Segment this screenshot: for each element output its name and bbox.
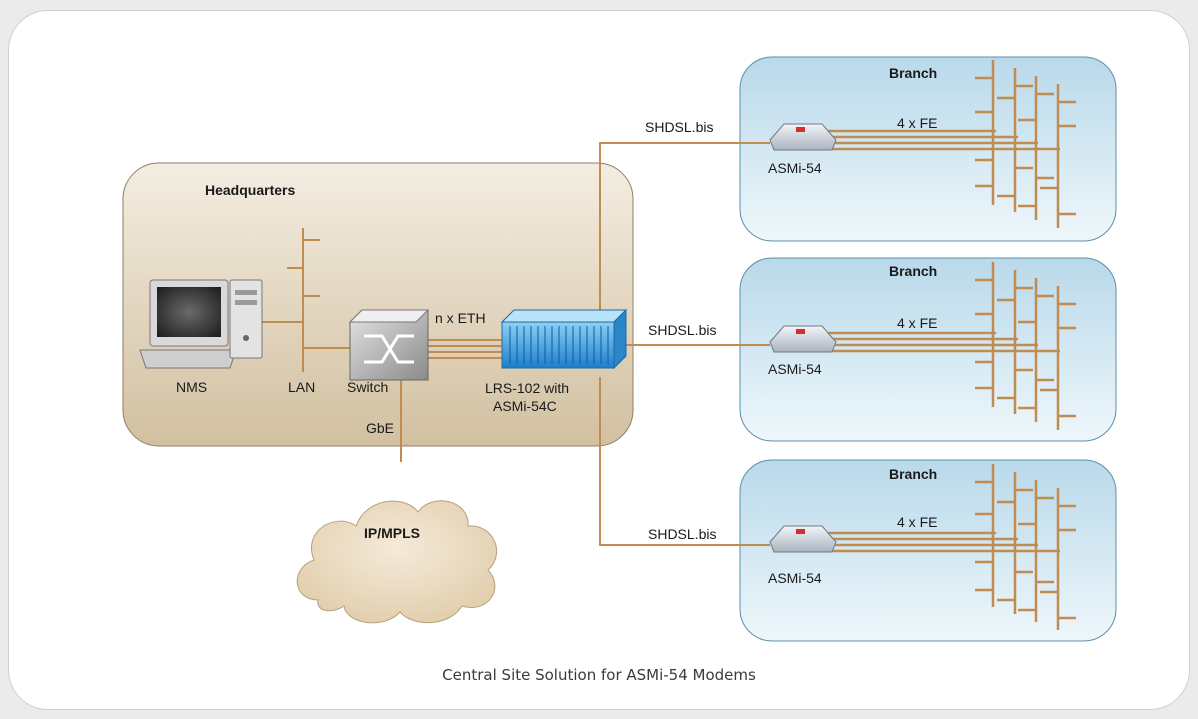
fe-label-2: 4 x FE [897, 315, 937, 331]
lrs-102-icon [500, 308, 628, 370]
cloud-label: IP/MPLS [364, 525, 420, 541]
diagram-caption: Central Site Solution for ASMi-54 Modems [442, 666, 756, 684]
shdsl-label-2: SHDSL.bis [648, 322, 716, 338]
branch-title: Branch [889, 263, 937, 279]
asmi-54-modem-icon-2 [769, 325, 837, 353]
modem-label-1: ASMi-54 [768, 160, 822, 176]
switch-icon [348, 309, 430, 381]
gbe-label: GbE [366, 420, 394, 436]
branch-3-lan [828, 464, 1076, 630]
ip-mpls-cloud-icon [296, 500, 498, 624]
fe-label-3: 4 x FE [897, 514, 937, 530]
lan-label: LAN [288, 379, 315, 395]
modem-label-2: ASMi-54 [768, 361, 822, 377]
switch-label: Switch [347, 379, 388, 395]
shdsl-label-1: SHDSL.bis [645, 119, 713, 135]
branch-2-lan [828, 262, 1076, 430]
branch-2: Branch [739, 257, 1117, 442]
headquarters-title: Headquarters [205, 182, 295, 198]
headquarters-box [122, 162, 634, 447]
lrs-label-line1: LRS-102 with [485, 380, 569, 396]
shdsl-label-3: SHDSL.bis [648, 526, 716, 542]
branch-title: Branch [889, 65, 937, 81]
lrs-label-line2: ASMi-54C [493, 398, 557, 414]
nms-label: NMS [176, 379, 207, 395]
asmi-54-modem-icon-3 [769, 525, 837, 553]
branch-1-lan [828, 60, 1076, 228]
shdsl-link-1 [599, 142, 770, 312]
fe-label-1: 4 x FE [897, 115, 937, 131]
link-lines [262, 142, 770, 546]
modem-label-3: ASMi-54 [768, 570, 822, 586]
nms-computer-icon [139, 279, 263, 369]
asmi-54-modem-icon-1 [769, 123, 837, 151]
branch-box [739, 257, 1117, 442]
shdsl-link-3 [599, 377, 770, 546]
branch-title: Branch [889, 466, 937, 482]
eth-link-label: n x ETH [435, 310, 486, 326]
